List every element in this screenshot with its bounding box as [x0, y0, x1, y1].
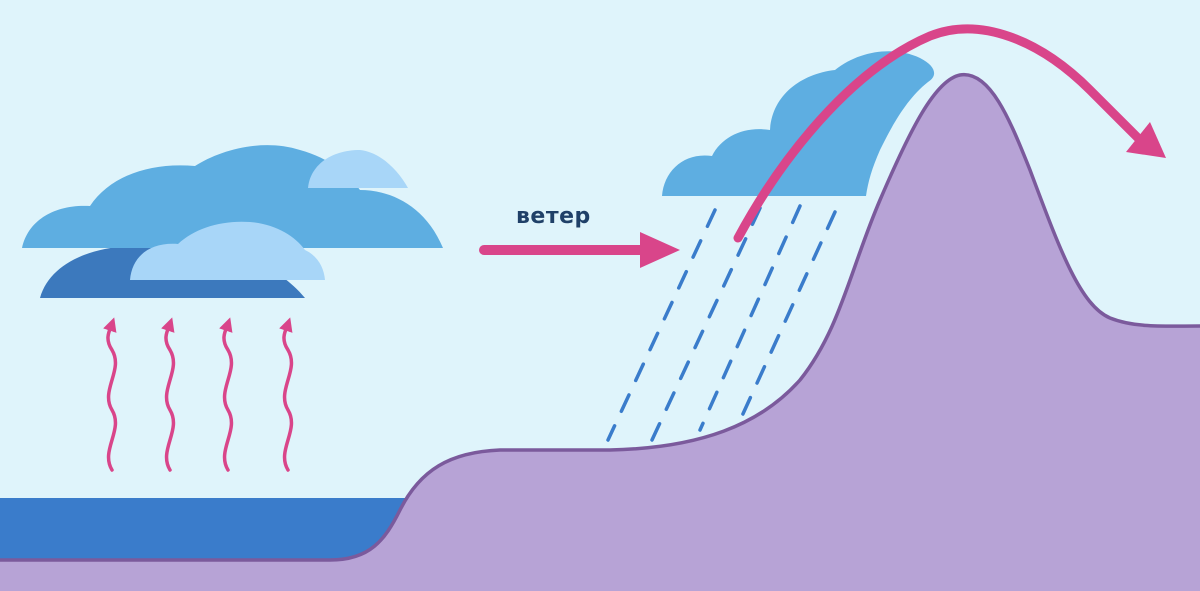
rain-dash-icon [650, 206, 762, 442]
evaporation-arrows [103, 317, 294, 472]
evaporation-arrow-icon [279, 317, 294, 472]
rain [606, 204, 837, 442]
wind-arrow [479, 232, 680, 268]
cloud-light-top [308, 150, 408, 188]
curved-arrow-icon [1126, 122, 1166, 158]
rain-dash-icon [698, 204, 802, 432]
rain-dash-icon [740, 210, 837, 418]
cloud-main-right [662, 51, 935, 196]
evaporation-arrow-icon [161, 317, 176, 472]
airflow-arrow-path [733, 24, 1143, 243]
evaporation-arrow-icon [219, 317, 234, 472]
rain-cloud-over-mountain [662, 51, 935, 196]
wind-label: ветер [516, 204, 591, 229]
evaporation-arrow-icon [103, 317, 118, 472]
right-arrow-icon [640, 232, 680, 268]
cloud-light-front [130, 221, 325, 280]
rain-cloud-over-sea [22, 145, 443, 298]
airflow-arrow [733, 24, 1166, 243]
mountain-outline [0, 73, 1200, 562]
rain-dash-icon [606, 208, 717, 442]
mountain-land [0, 74, 1200, 591]
